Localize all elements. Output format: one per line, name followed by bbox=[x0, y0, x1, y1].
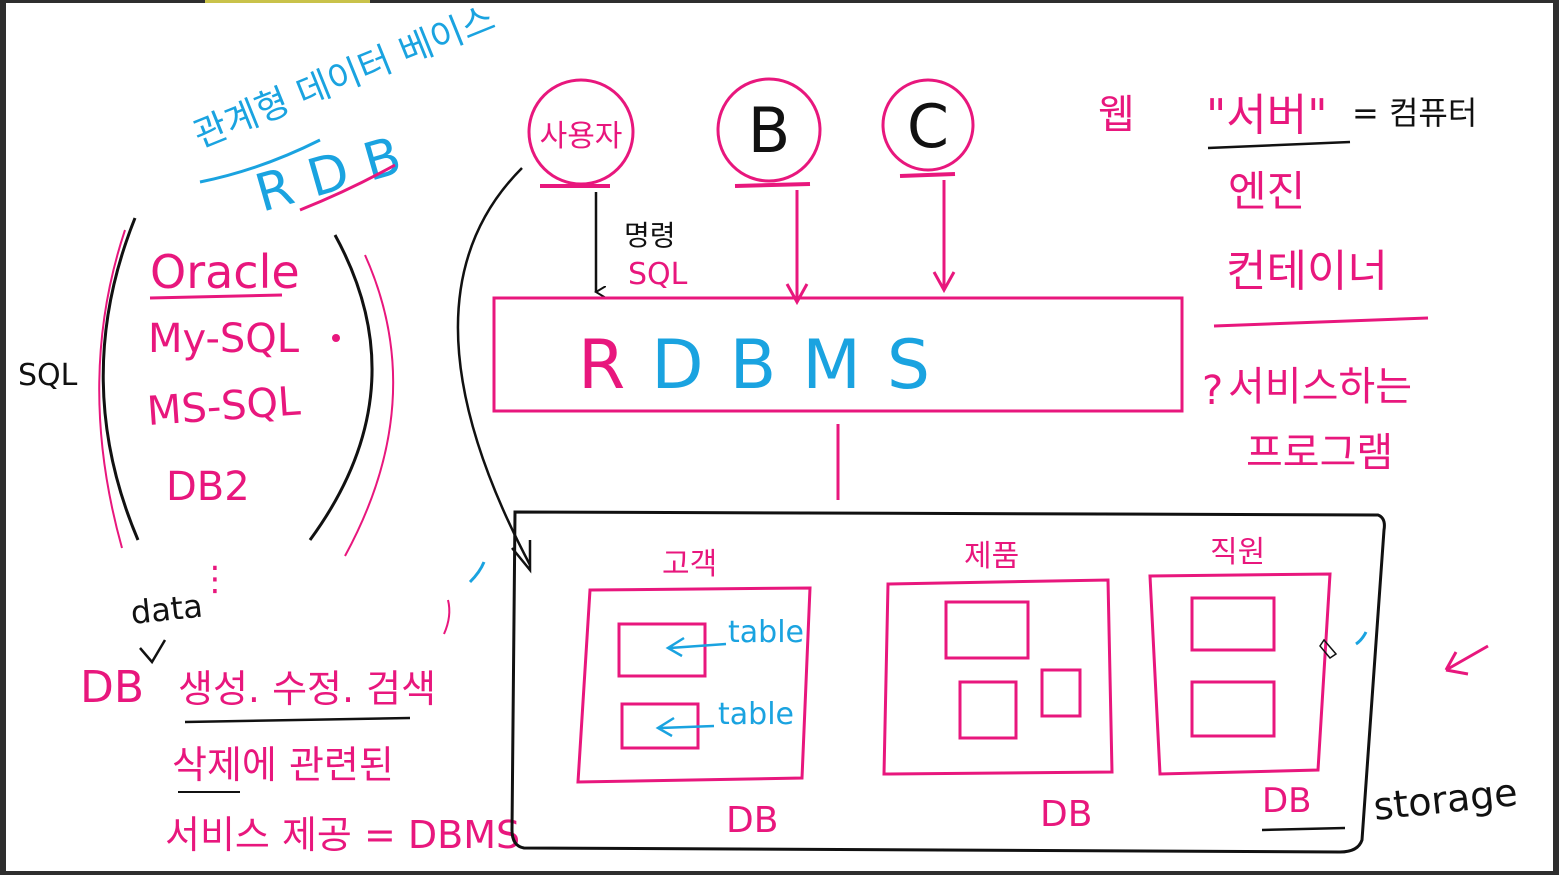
client-to-storage-curve bbox=[456, 167, 532, 566]
db-label-left: DB bbox=[80, 662, 144, 713]
db1-table1 bbox=[617, 622, 707, 678]
sql-side-label: SQL bbox=[18, 358, 78, 393]
client-b: B bbox=[716, 77, 822, 188]
rdbms-box: RDBMS bbox=[492, 296, 1184, 413]
container-underline bbox=[1213, 316, 1429, 328]
command-korean: 명령 bbox=[624, 219, 676, 252]
stray-blue-mark bbox=[468, 561, 486, 584]
client-c-circle bbox=[881, 78, 975, 172]
rdb-text: RDB bbox=[249, 121, 425, 224]
right-notes: 웹 "서버" = 컴퓨터 엔진 컨테이너 ? 서비스하는 프로그램 bbox=[1098, 90, 1477, 476]
product-oracle: Oracle bbox=[150, 245, 300, 299]
rdb-korean-text: 관계형 데이터 베이스 bbox=[188, 0, 501, 156]
web-text: 웹 bbox=[1098, 92, 1135, 138]
arrow-c-to-rdbms bbox=[932, 180, 956, 294]
window-bottom-strip bbox=[0, 871, 1559, 875]
product-mssql: MS-SQL bbox=[145, 378, 302, 435]
db2-table2 bbox=[958, 680, 1018, 740]
product-mysql: My-SQL bbox=[148, 316, 300, 362]
crud-underline bbox=[184, 716, 411, 724]
db2-table1 bbox=[944, 600, 1030, 660]
oracle-underline bbox=[149, 293, 283, 300]
client-a-label: 사용자 bbox=[540, 119, 623, 154]
left-paren-black bbox=[101, 217, 140, 541]
right-pink-arrow bbox=[1444, 644, 1489, 676]
client-b-label: B bbox=[748, 94, 791, 167]
container-text: 컨테이너 bbox=[1226, 246, 1388, 297]
more-dots: ⋮ bbox=[198, 559, 232, 599]
db1-title: 고객 bbox=[662, 547, 717, 582]
client-c-label: C bbox=[907, 92, 949, 162]
rdb-heading: 관계형 데이터 베이스 RDB bbox=[188, 0, 501, 224]
db2-label: DB bbox=[1040, 794, 1092, 835]
storage-area: storage 고객 table table DB 제품 DB 직원 DB bbox=[510, 510, 1520, 854]
rdb-underline bbox=[299, 163, 396, 212]
table2-arrow bbox=[655, 716, 715, 738]
data-arrow bbox=[139, 639, 167, 665]
db2-box bbox=[882, 578, 1114, 776]
serving-text: 서비스하는 bbox=[1228, 364, 1412, 410]
equals-computer-text: = 컴퓨터 bbox=[1352, 94, 1477, 132]
table2-label: table bbox=[718, 697, 794, 732]
db3-label: DB bbox=[1262, 781, 1312, 821]
client-c-underline bbox=[899, 172, 956, 178]
client-c: C bbox=[881, 78, 975, 178]
server-underline bbox=[1207, 140, 1351, 150]
stray-pink-mark bbox=[443, 599, 451, 635]
command-sql: SQL bbox=[628, 257, 688, 292]
storage-label: storage bbox=[1371, 770, 1519, 829]
service-text: 서비스 제공 = DBMS bbox=[165, 813, 520, 857]
client-b-circle bbox=[716, 77, 822, 183]
stray-blue-mark-right bbox=[1355, 631, 1368, 646]
client-b-underline bbox=[734, 182, 811, 188]
storage-label-underline bbox=[1261, 826, 1346, 832]
rdbms-rect bbox=[492, 296, 1184, 413]
window-top-highlight bbox=[205, 0, 370, 3]
crud-text: 생성. 수정. 검색 bbox=[178, 667, 436, 711]
product-db2: DB2 bbox=[166, 464, 250, 510]
db3-table2 bbox=[1190, 680, 1276, 738]
arrow-b-to-rdbms bbox=[785, 190, 809, 306]
db3-title: 직원 bbox=[1210, 535, 1265, 570]
client-to-storage-arrowhead bbox=[511, 540, 532, 574]
db2-table3 bbox=[1040, 668, 1082, 718]
db1-box bbox=[576, 586, 812, 784]
right-paren-black bbox=[308, 234, 374, 541]
rdbms-label: RDBMS bbox=[578, 326, 956, 405]
rdbms-letter-r: R bbox=[578, 326, 651, 405]
mysql-dot bbox=[332, 334, 340, 342]
table1-label: table bbox=[728, 615, 804, 650]
rdbms-letters-rest: DBMS bbox=[651, 326, 956, 405]
storage-box bbox=[510, 510, 1386, 854]
product-list: Oracle My-SQL MS-SQL DB2 ⋮ bbox=[145, 245, 340, 599]
db1-label: DB bbox=[726, 800, 778, 841]
pencil-cursor-icon bbox=[1319, 638, 1338, 659]
question-mark: ? bbox=[1202, 368, 1223, 414]
left-paren-pink bbox=[98, 229, 126, 549]
client-a: 사용자 bbox=[527, 78, 635, 188]
db3-box bbox=[1148, 572, 1332, 776]
server-text: "서버" bbox=[1206, 90, 1327, 141]
db3-table1 bbox=[1190, 596, 1276, 652]
crud2-text: 삭제에 관련된 bbox=[172, 743, 394, 787]
right-paren-pink bbox=[344, 254, 395, 557]
engine-text: 엔진 bbox=[1228, 167, 1305, 216]
data-label: data bbox=[129, 587, 205, 632]
window-top-strip bbox=[0, 0, 1559, 3]
db2-title: 제품 bbox=[964, 539, 1019, 574]
program-text: 프로그램 bbox=[1246, 430, 1393, 476]
table1-arrow bbox=[665, 636, 727, 658]
rdb-korean-underline bbox=[199, 138, 321, 184]
